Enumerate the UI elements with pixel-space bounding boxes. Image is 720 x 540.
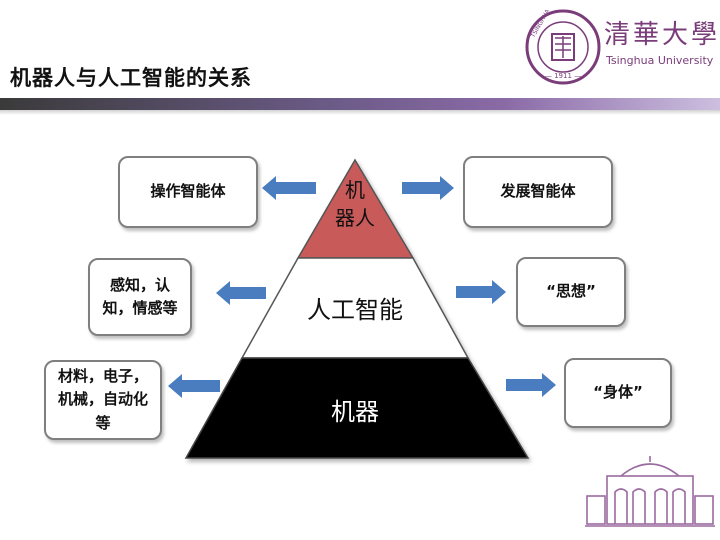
tsinghua-seal-icon: — 1911 — TSINGHUA xyxy=(525,8,601,85)
page-title: 机器人与人工智能的关系 xyxy=(10,66,252,90)
logo-english-name: Tsinghua University xyxy=(606,54,714,67)
logo-chinese-name: 清華大學 xyxy=(604,20,720,50)
pyramid-bottom-label: 机器 xyxy=(331,398,379,426)
box-developing-agent: 发展智能体 xyxy=(463,156,613,228)
arrow-right-icon xyxy=(506,373,556,397)
pyramid-top-label: 机 器人 xyxy=(335,178,375,230)
box-label: “身体” xyxy=(593,383,643,402)
box-label: 操作智能体 xyxy=(150,182,226,201)
arrow-left-icon xyxy=(262,176,316,200)
box-operating-agent: 操作智能体 xyxy=(118,156,258,228)
arrow-left-icon xyxy=(216,281,266,305)
box-label: 感知，认知，情感等 xyxy=(102,275,178,317)
pyramid-bottom-tier xyxy=(184,357,530,459)
university-building-icon xyxy=(585,456,715,527)
arrow-left-icon xyxy=(168,374,220,398)
arrow-right-icon xyxy=(456,280,506,304)
svg-text:— 1911 —: — 1911 — xyxy=(545,72,581,80)
box-body: “身体” xyxy=(564,358,672,428)
box-label: 发展智能体 xyxy=(500,182,576,201)
title-divider xyxy=(0,98,720,110)
box-thought: “思想” xyxy=(516,257,626,327)
box-label: 材料，电子，机械，自动化等 xyxy=(57,367,148,432)
title-divider-shadow xyxy=(0,110,720,115)
pyramid-middle-label: 人工智能 xyxy=(307,296,403,324)
box-label: “思想” xyxy=(546,282,596,301)
arrow-right-icon xyxy=(402,176,454,200)
box-perception-cognition: 感知，认知，情感等 xyxy=(88,258,192,336)
box-materials-electronics: 材料，电子，机械，自动化等 xyxy=(44,360,162,440)
